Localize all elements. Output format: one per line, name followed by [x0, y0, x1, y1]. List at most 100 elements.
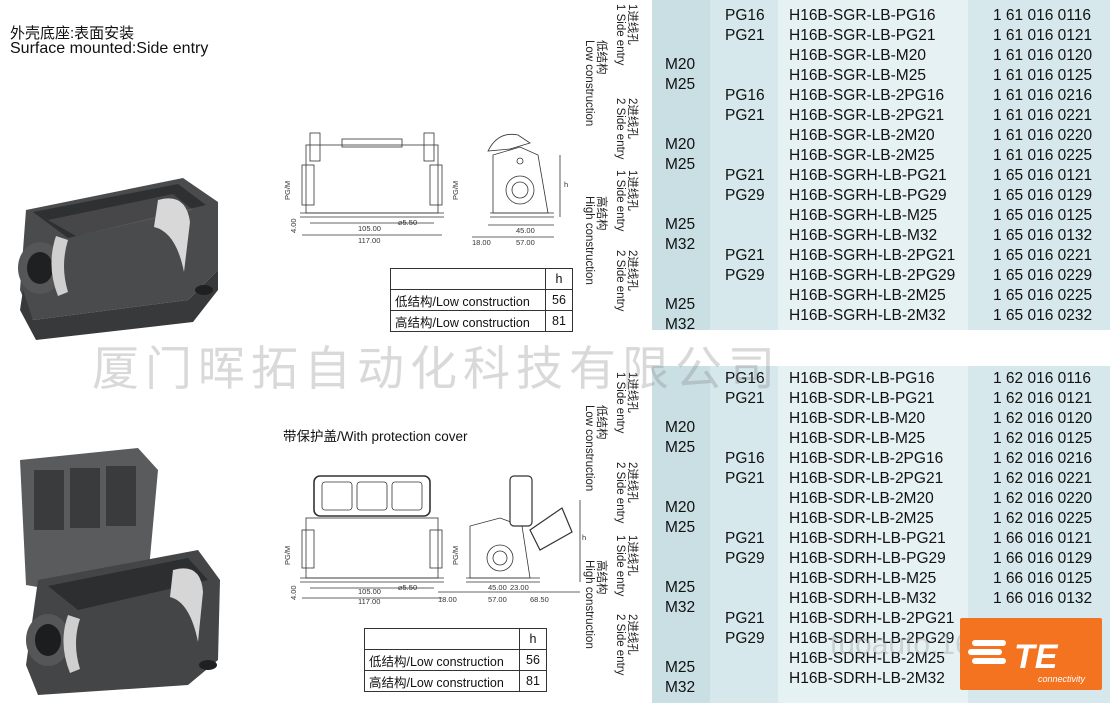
table-cell-c: H16B-SDRH-LB-M25 — [789, 570, 937, 587]
dim-57: 57.00 — [516, 238, 535, 247]
table-cell-c: H16B-SDR-LB-M25 — [789, 430, 926, 447]
table-cell-c: H16B-SGRH-LB-PG21 — [789, 167, 947, 184]
table-cell-c: H16B-SDRH-LB-2M32 — [789, 670, 945, 687]
table-cell-c: H16B-SGR-LB-PG21 — [789, 27, 936, 44]
table-cell-b: PG16 — [725, 7, 765, 24]
table-cell-c: H16B-SGRH-LB-2M25 — [789, 287, 946, 304]
dim-68: 68.50 — [530, 595, 549, 604]
table-cell-c: H16B-SGRH-LB-2PG29 — [789, 267, 956, 284]
vlabel-entry1-cn-4: 1进线孔 — [626, 535, 638, 576]
table-cell-c: H16B-SDRH-LB-PG29 — [789, 550, 946, 567]
heading-en: Surface mounted:Side entry — [10, 40, 209, 57]
table-cell-b: PG29 — [725, 267, 765, 284]
table-cell-c: H16B-SDR-LB-PG21 — [789, 390, 935, 407]
vlabel-entry1-cn-1: 1进线孔 — [626, 4, 638, 45]
table-cell-d: 1 62 016 0216 — [993, 450, 1093, 467]
table-cell-b: PG21 — [725, 530, 765, 547]
vlabel-entry1-en-4: 1 Side entry — [614, 535, 626, 597]
table-cell-a: M25 — [665, 216, 696, 233]
height-table-top: h 低结构/Low construction 56 高结构/Low constr… — [390, 268, 573, 332]
drawing-side-bottom: 45.00 57.00 18.00 23.00 68.50 h — [438, 475, 586, 604]
table-cell-d: 1 61 016 0221 — [993, 107, 1093, 124]
table-cell-a: M25 — [665, 156, 696, 173]
vlabel-low-cn-1: 低结构 — [595, 40, 607, 75]
table-cell-b: PG21 — [725, 390, 765, 407]
table-header-row: h — [364, 628, 547, 650]
watermark-company: 厦门晖拓自动化科技有限公司 — [92, 342, 781, 397]
table-cell-c: H16B-SGR-LB-2PG21 — [789, 107, 945, 124]
vlabel-entry2-en-3: 2 Side entry — [614, 462, 626, 524]
table-cell-b: PG29 — [725, 187, 765, 204]
table-cell-b: PG29 — [725, 630, 765, 647]
heading-cn: 外壳底座:表面安装 — [10, 25, 135, 42]
table-cell-c: H16B-SDRH-LB-2M25 — [789, 650, 945, 667]
vlabel-entry2-cn-4: 2进线孔 — [626, 614, 638, 655]
table-gap — [652, 330, 1110, 366]
table-cell-a: M25 — [665, 439, 696, 456]
dim-23: 23.00 — [510, 583, 529, 592]
row-value: 81 — [545, 310, 573, 332]
table-cell-c: H16B-SGRH-LB-2PG21 — [789, 247, 956, 264]
dim-18-b: 18.00 — [438, 595, 457, 604]
table-cell-b: PG21 — [725, 470, 765, 487]
table-row: 高结构/Low construction 81 — [390, 310, 573, 332]
table-cell-d: 1 62 016 0220 — [993, 490, 1093, 507]
table-cell-a: M25 — [665, 76, 696, 93]
table-cell-d: 1 61 016 0121 — [993, 27, 1093, 44]
row-value: 56 — [545, 289, 573, 311]
table-cell-a: M25 — [665, 296, 696, 313]
dim-117: 117.00 — [358, 236, 380, 245]
table-cell-b: PG21 — [725, 247, 765, 264]
table-cell-a: M20 — [665, 499, 696, 516]
table-cell-c: H16B-SDRH-LB-PG21 — [789, 530, 946, 547]
table-cell-d: 1 61 016 0120 — [993, 47, 1093, 64]
table-cell-b: PG29 — [725, 550, 765, 567]
table-cell-a: M20 — [665, 136, 696, 153]
te-logo-text: TE — [1014, 638, 1059, 676]
vlabel-entry1-cn-2: 1进线孔 — [626, 170, 638, 211]
table-cell-a: M25 — [665, 579, 696, 596]
table-cell-c: H16B-SGRH-LB-M32 — [789, 227, 938, 244]
dim-h-b: h — [582, 533, 586, 542]
table-cell-d: 1 65 016 0229 — [993, 267, 1093, 284]
table-cell-b: PG21 — [725, 610, 765, 627]
table-cell-a: M32 — [665, 236, 696, 253]
table-cell-d: 1 66 016 0125 — [993, 570, 1093, 587]
dim-4: 4.00 — [289, 218, 298, 233]
table-cell-d: 1 62 016 0120 — [993, 410, 1093, 427]
te-logo: TE connectivity — [960, 618, 1102, 690]
table-cell-c: H16B-SDR-LB-PG16 — [789, 370, 935, 387]
vlabel-high-cn-2: 高结构 — [595, 560, 607, 595]
dim-hole: ⌀5.50 — [398, 218, 417, 227]
table-cell-c: H16B-SGR-LB-2PG16 — [789, 87, 945, 104]
table-cell-a: M32 — [665, 599, 696, 616]
table-cell-a: M32 — [665, 316, 696, 333]
table-cell-d: 1 62 016 0221 — [993, 470, 1093, 487]
vlabel-low-en-1: Low construction — [583, 40, 595, 127]
table-cell-d: 1 65 016 0232 — [993, 307, 1093, 324]
table-cell-d: 1 66 016 0129 — [993, 550, 1093, 567]
table-cell-c: H16B-SDR-LB-2M20 — [789, 490, 934, 507]
table-cell-c: H16B-SGRH-LB-M25 — [789, 207, 938, 224]
drawing-front-bottom: 105.00 117.00 ⌀5.50 4.00 PG/M PG/M — [283, 475, 460, 605]
drawing-front-top: 105.00 117.00 ⌀5.50 4.00 PG/M PG/M — [283, 132, 460, 245]
table-cell-d: 1 62 016 0116 — [993, 370, 1091, 387]
dim-57-b: 57.00 — [488, 595, 507, 604]
table-cell-d: 1 65 016 0132 — [993, 227, 1093, 244]
table-cell-c: H16B-SGRH-LB-2M32 — [789, 307, 946, 324]
table-cell-a: M25 — [665, 519, 696, 536]
table-cell-b: PG16 — [725, 450, 765, 467]
table-cell-d: 1 61 016 0125 — [993, 67, 1093, 84]
table-cell-d: 1 62 016 0121 — [993, 390, 1093, 407]
dim-105: 105.00 — [358, 224, 381, 233]
table-cell-c: H16B-SGR-LB-M25 — [789, 67, 926, 84]
table-cell-d: 1 62 016 0225 — [993, 510, 1093, 527]
dim-45: 45.00 — [516, 226, 535, 235]
table-cell-c: H16B-SGR-LB-M20 — [789, 47, 926, 64]
table-cell-c: H16B-SDR-LB-M20 — [789, 410, 926, 427]
dim-h: h — [564, 180, 568, 189]
dim-pgm-right: PG/M — [451, 181, 460, 200]
table-cell-c: H16B-SDRH-LB-2PG29 — [789, 630, 955, 647]
cover-label: 带保护盖/With protection cover — [283, 429, 468, 444]
dim-117-b: 117.00 — [358, 597, 380, 605]
